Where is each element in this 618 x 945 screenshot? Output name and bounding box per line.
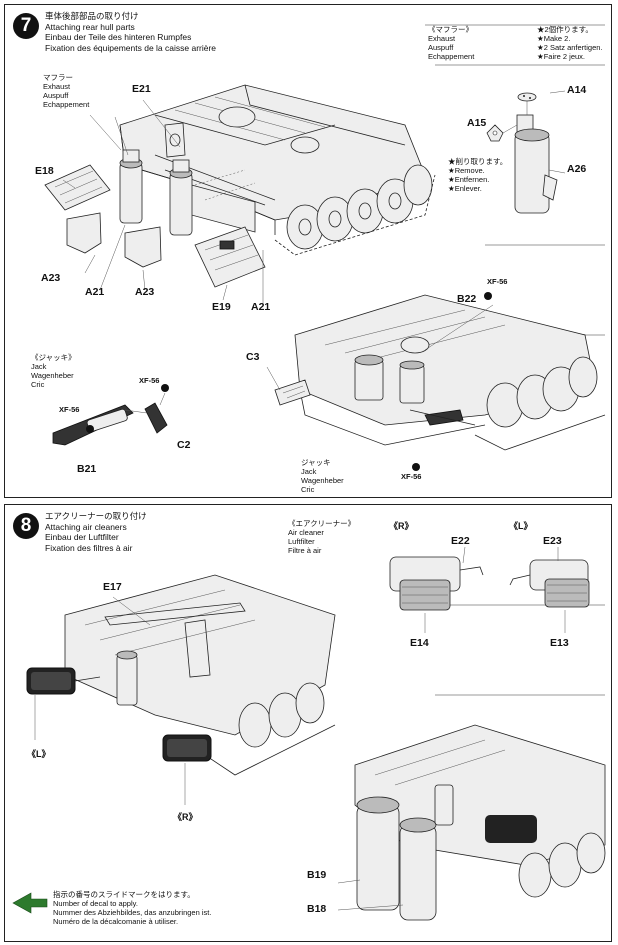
engine-deck-assembly — [64, 574, 336, 776]
part-e18: E18 — [35, 165, 54, 177]
paint-xf56-hull-top: XF-56 — [487, 277, 508, 286]
paint-xf56-hull-bottom: XF-56 — [401, 472, 422, 481]
decal-note: 指示の番号のスライドマークをはります。 Number of decal to a… — [53, 890, 212, 926]
decal-arrow-icon — [12, 892, 48, 914]
part-b19: B19 — [307, 869, 327, 881]
air-cleaner-left — [26, 667, 101, 740]
part-e17: E17 — [103, 581, 122, 593]
detail-r-label: 《R》 — [389, 521, 414, 531]
exhaust-pipes — [119, 122, 193, 236]
part-a21-left: A21 — [85, 286, 105, 298]
step-7-drawing — [44, 24, 606, 471]
part-a21-right: A21 — [251, 301, 271, 313]
step-8-title: エアクリーナーの取り付け Attaching air cleaners Einb… — [45, 511, 147, 553]
part-a14: A14 — [567, 84, 587, 96]
exhaust-detail — [486, 90, 566, 214]
part-b21: B21 — [77, 463, 97, 475]
step-8-panel: 8 エアクリーナーの取り付け Attaching air cleaners Ei… — [4, 504, 612, 942]
jack-label-hull: ジャッキ Jack Wagenheber Cric — [301, 458, 344, 494]
part-b22: B22 — [457, 293, 477, 305]
guard-a23-left — [66, 212, 102, 254]
step-7-number: 7 — [13, 13, 39, 39]
detail-l-label: 《L》 — [509, 521, 533, 531]
part-e13: E13 — [550, 637, 569, 649]
lower-rear-hull — [266, 294, 606, 451]
part-e19: E19 — [212, 301, 231, 313]
part-e21-top: E21 — [132, 83, 151, 95]
exhaust-label: マフラー Exhaust Auspuff Echappement — [43, 73, 90, 109]
part-b18: B18 — [307, 903, 327, 915]
guard-a23-mid — [124, 226, 162, 268]
part-e22: E22 — [451, 535, 470, 547]
air-cleaner-detail-r — [389, 546, 484, 633]
left-cleaner-label: 《L》 — [27, 749, 51, 759]
part-a15: A15 — [467, 117, 487, 129]
part-c2: C2 — [177, 439, 191, 451]
lower-filters-assembly — [337, 724, 606, 921]
step-7-panel: 7 車体後部部品の取り付け Attaching rear hull parts … — [4, 4, 612, 498]
jack-label: 《ジャッキ》 Jack Wagenheber Cric — [31, 353, 76, 389]
exhaust-detail-label: 《マフラー》 Exhaust Auspuff Echappement — [428, 25, 475, 61]
step-8-number: 8 — [13, 513, 39, 539]
part-c3: C3 — [246, 351, 260, 363]
part-a26: A26 — [567, 163, 587, 175]
rear-hull-assembly — [119, 84, 436, 256]
paint-xf56-jack-left: XF-56 — [59, 405, 80, 414]
step-7-title: 車体後部部品の取り付け Attaching rear hull parts Ei… — [45, 11, 217, 53]
paint-xf56-jack-top: XF-56 — [139, 376, 160, 385]
part-a23-left: A23 — [41, 272, 61, 284]
plate-e19 — [194, 226, 266, 288]
part-e23: E23 — [543, 535, 562, 547]
air-cleaner-right — [162, 734, 212, 805]
jack-detail — [52, 292, 492, 471]
step-8-drawing — [12, 546, 606, 921]
part-e14: E14 — [410, 637, 429, 649]
make-2-note: ★2個作ります。 ★Make 2. ★2 Satz anfertigen. ★F… — [537, 25, 603, 61]
part-a23-mid: A23 — [135, 286, 155, 298]
right-cleaner-label: 《R》 — [173, 812, 198, 822]
air-cleaner-label: 《エアクリーナー》 Air cleaner Luftfilter Filtre … — [288, 519, 356, 555]
air-cleaner-detail-l — [509, 547, 590, 633]
remove-note: ★削り取ります。 ★Remove. ★Entfernen. ★Enlever. — [448, 157, 508, 193]
